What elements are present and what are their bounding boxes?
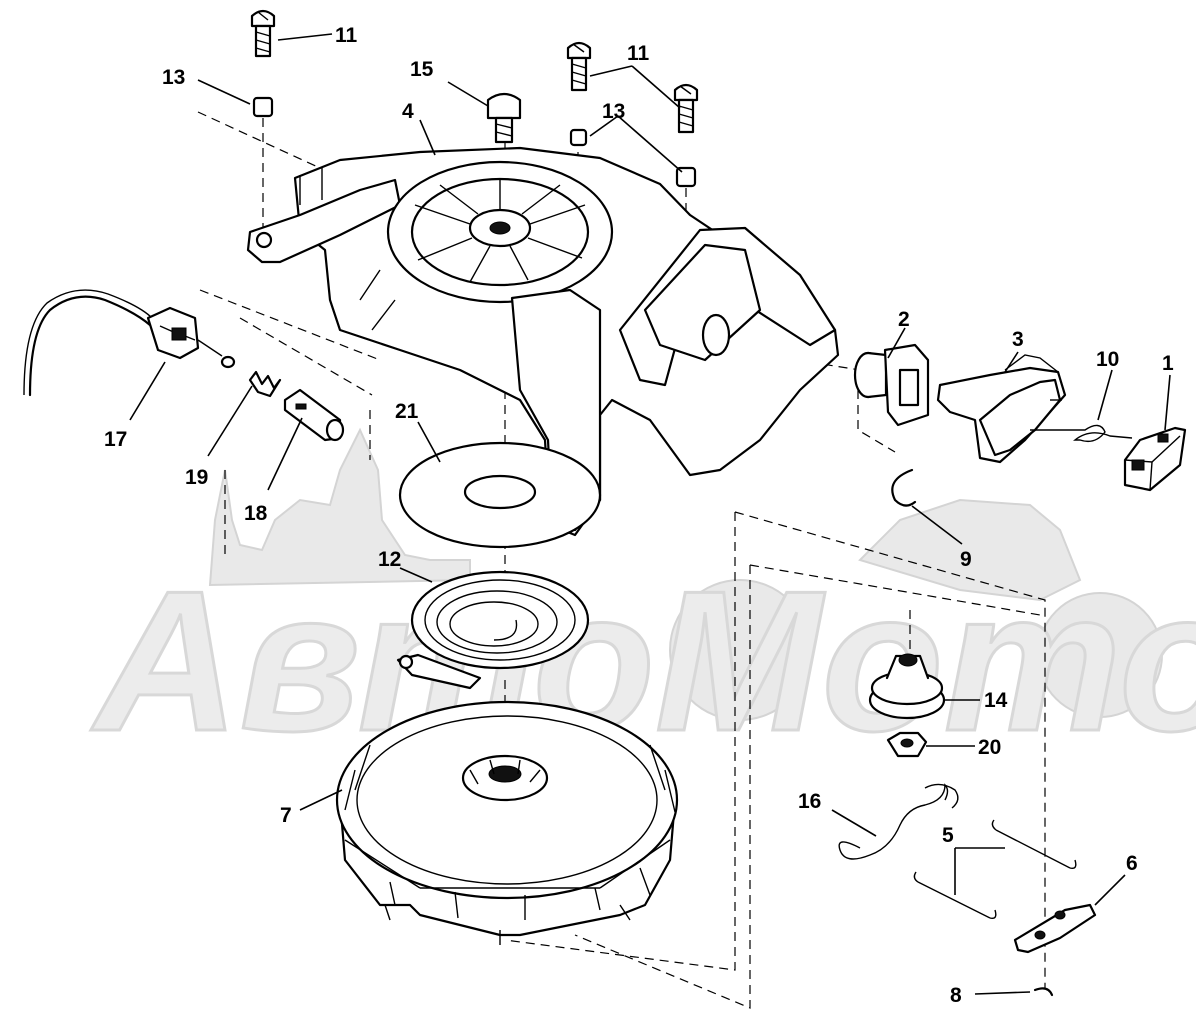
callout-14: 14 [984,689,1008,712]
callout-11-right: 11 [627,42,650,65]
clip-9 [891,468,917,507]
callout-16: 16 [798,790,821,813]
rope-10 [1030,424,1133,443]
screw-11-left [250,9,276,58]
spacer-13-mid [569,128,588,147]
retainer-14 [868,653,946,720]
watermark-text: АвтоМото [90,550,1196,773]
pawl-6 [1013,903,1097,954]
callout-12: 12 [378,548,401,571]
callout-8: 8 [950,984,962,1007]
callout-11-left: 11 [335,24,358,47]
callout-21: 21 [395,400,419,423]
callout-10: 10 [1096,348,1119,371]
leader-lines [129,33,1171,995]
callout-13-right: 13 [602,100,625,123]
callout-1: 1 [1162,352,1174,375]
callout-2: 2 [898,308,910,331]
callout-6: 6 [1126,852,1138,875]
callout-labels: 11 13 15 4 11 13 2 3 10 1 17 19 18 21 12… [104,24,1174,1007]
callout-19: 19 [185,466,208,489]
pawl-spring-5-upper [991,819,1077,870]
pawl-spring-5-lower [913,871,997,920]
screw-11-right [673,83,699,134]
callout-7: 7 [280,804,292,827]
screw-11-mid [566,41,592,92]
recoil-spring-12 [396,570,590,690]
callout-17: 17 [104,428,127,451]
bushing-2 [853,343,930,427]
stop-switch-17 [23,289,236,397]
watermark-logo: АвтоМото [89,427,1196,775]
callout-13-left: 13 [162,66,185,89]
pulley-7 [335,700,679,945]
starter-housing-4 [246,146,840,537]
washer-21 [398,441,602,549]
spacer-13-left [252,96,274,118]
nut-20 [886,731,928,758]
clip-8 [1033,987,1054,997]
pin-18 [283,388,345,442]
callout-5: 5 [942,824,954,847]
callout-18: 18 [244,502,268,525]
callout-9: 9 [960,548,972,571]
callout-15: 15 [410,58,434,81]
callout-4: 4 [402,100,414,123]
spring-16 [838,783,959,860]
spring-19 [248,370,282,398]
bolt-15 [486,92,522,144]
callout-3: 3 [1012,328,1024,351]
rope-anchor-1 [1123,426,1187,492]
callout-20: 20 [978,736,1001,759]
starter-handle-3 [936,354,1067,464]
